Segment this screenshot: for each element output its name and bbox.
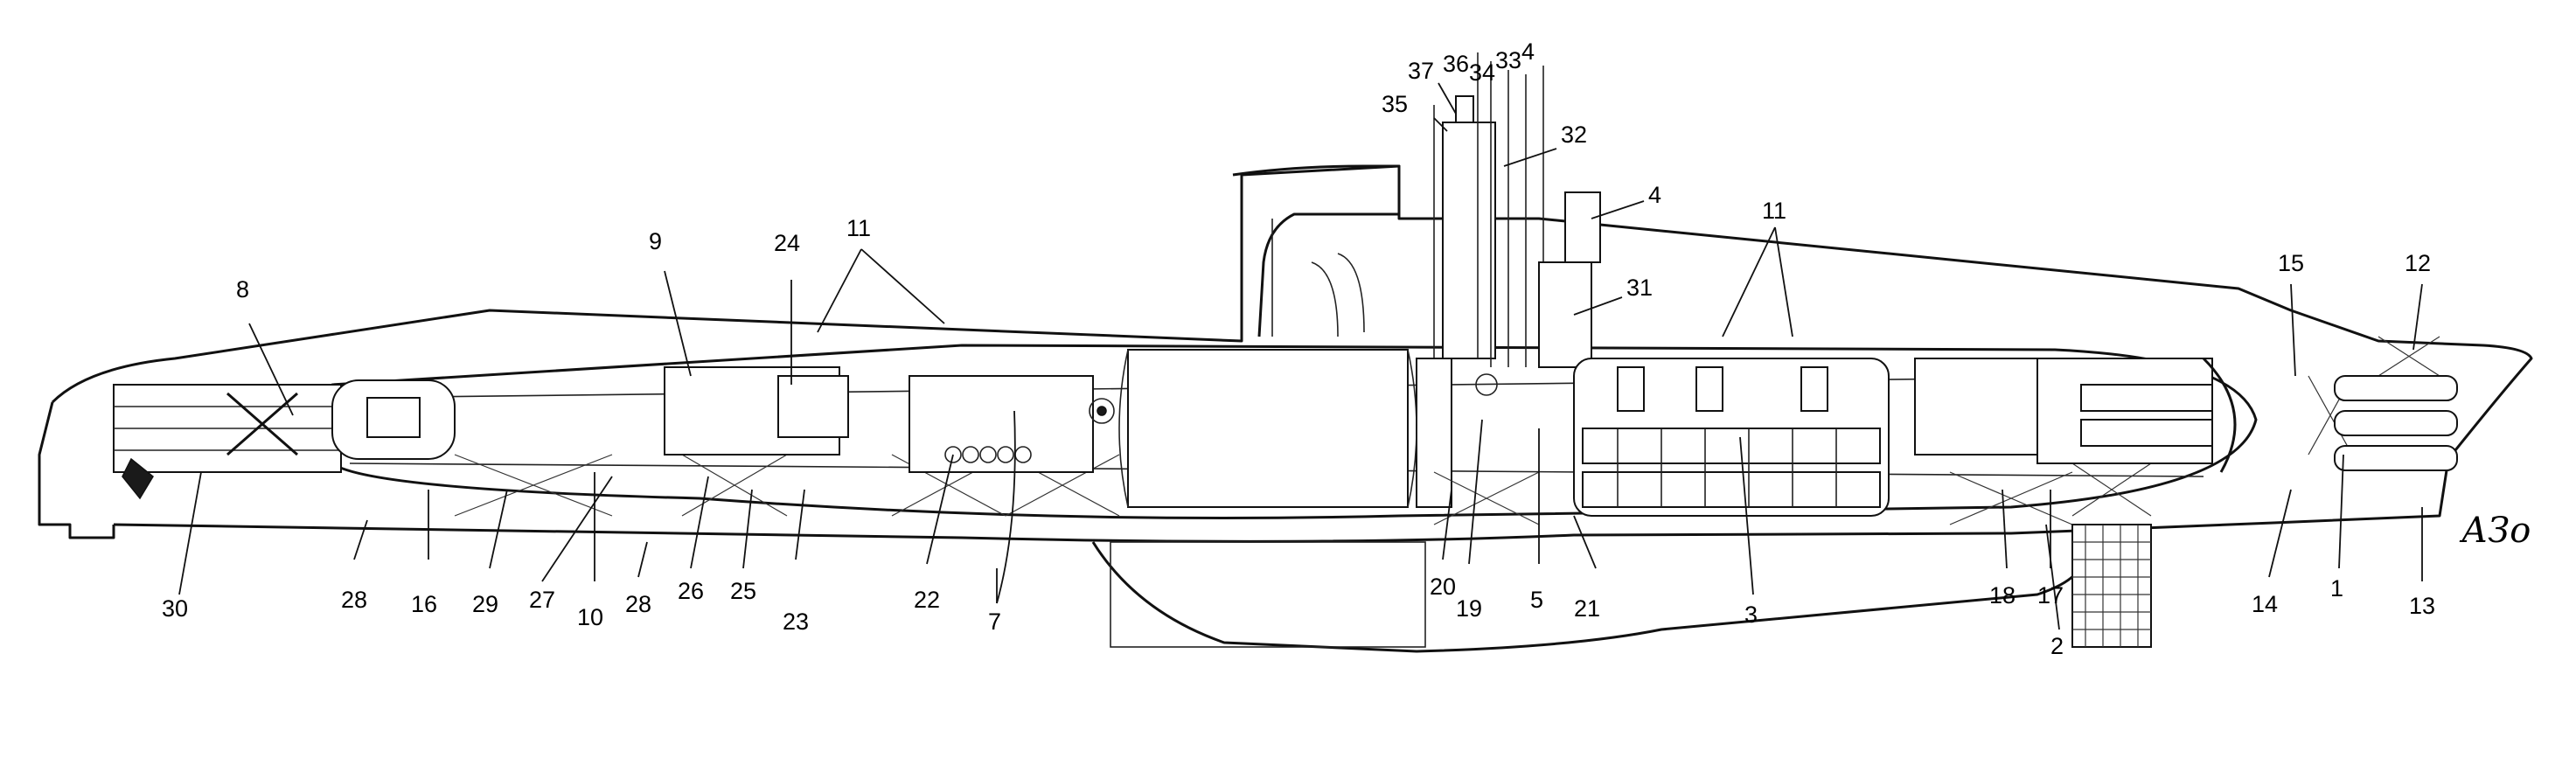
callout-30: 30 (162, 595, 188, 622)
engine-room (664, 366, 1115, 473)
callout-25: 25 (730, 578, 756, 604)
callout-35: 35 (1382, 91, 1408, 117)
callout-22: 22 (914, 587, 940, 613)
callout-14: 14 (2252, 591, 2278, 617)
callout-1: 1 (2330, 575, 2343, 602)
callout-11: 11 (846, 215, 871, 241)
leader-lines (178, 82, 2423, 630)
callout-21: 21 (1574, 595, 1600, 622)
callout-3: 3 (1744, 602, 1758, 628)
callout-18: 18 (1989, 582, 2016, 609)
artist-signature: АЗо (2459, 511, 2531, 551)
stern-section (113, 379, 456, 500)
lower-sonar-unit (2071, 524, 2152, 648)
callout-15: 15 (2278, 250, 2304, 276)
callout-26: 26 (678, 578, 704, 604)
callout-2: 2 (2050, 633, 2064, 659)
callout-36: 36 (1443, 51, 1469, 77)
callout-19: 19 (1456, 595, 1482, 622)
callout-37: 37 (1408, 58, 1434, 84)
callout-32: 32 (1561, 122, 1587, 148)
callout-10: 10 (577, 604, 603, 630)
callout-28: 28 (625, 591, 651, 617)
central-compartment (1118, 349, 1417, 508)
forward-compartment (1914, 357, 2237, 473)
callout-13: 13 (2409, 593, 2435, 619)
callout-24: 24 (774, 230, 800, 256)
callout-31: 31 (1626, 275, 1653, 301)
callout-4: 4 (1521, 38, 1535, 65)
callout-34: 34 (1469, 59, 1495, 86)
callout-8: 8 (236, 276, 249, 303)
battery-compartment (1573, 358, 1890, 517)
callout-9: 9 (649, 228, 662, 254)
callout-16: 16 (411, 591, 437, 617)
callout-27: 27 (529, 587, 555, 613)
callout-5: 5 (1530, 587, 1543, 613)
callout-labels: 30 28 16 29 27 10 28 26 25 23 22 7 20 19… (162, 38, 2435, 659)
callout-20: 20 (1430, 574, 1456, 600)
callout-17: 17 (2037, 582, 2064, 609)
callout-33: 33 (1495, 47, 1521, 73)
callout-23: 23 (783, 609, 809, 635)
callout-29: 29 (472, 591, 498, 617)
bow-torpedo-tubes (2334, 375, 2458, 471)
sail-conning-tower (1232, 52, 1601, 508)
callout-12: 12 (2405, 250, 2431, 276)
callout-7: 7 (988, 609, 1001, 635)
callout-11: 11 (1762, 198, 1786, 224)
callout-4: 4 (1648, 182, 1661, 208)
callout-28: 28 (341, 587, 367, 613)
frame-bays (454, 336, 2440, 525)
